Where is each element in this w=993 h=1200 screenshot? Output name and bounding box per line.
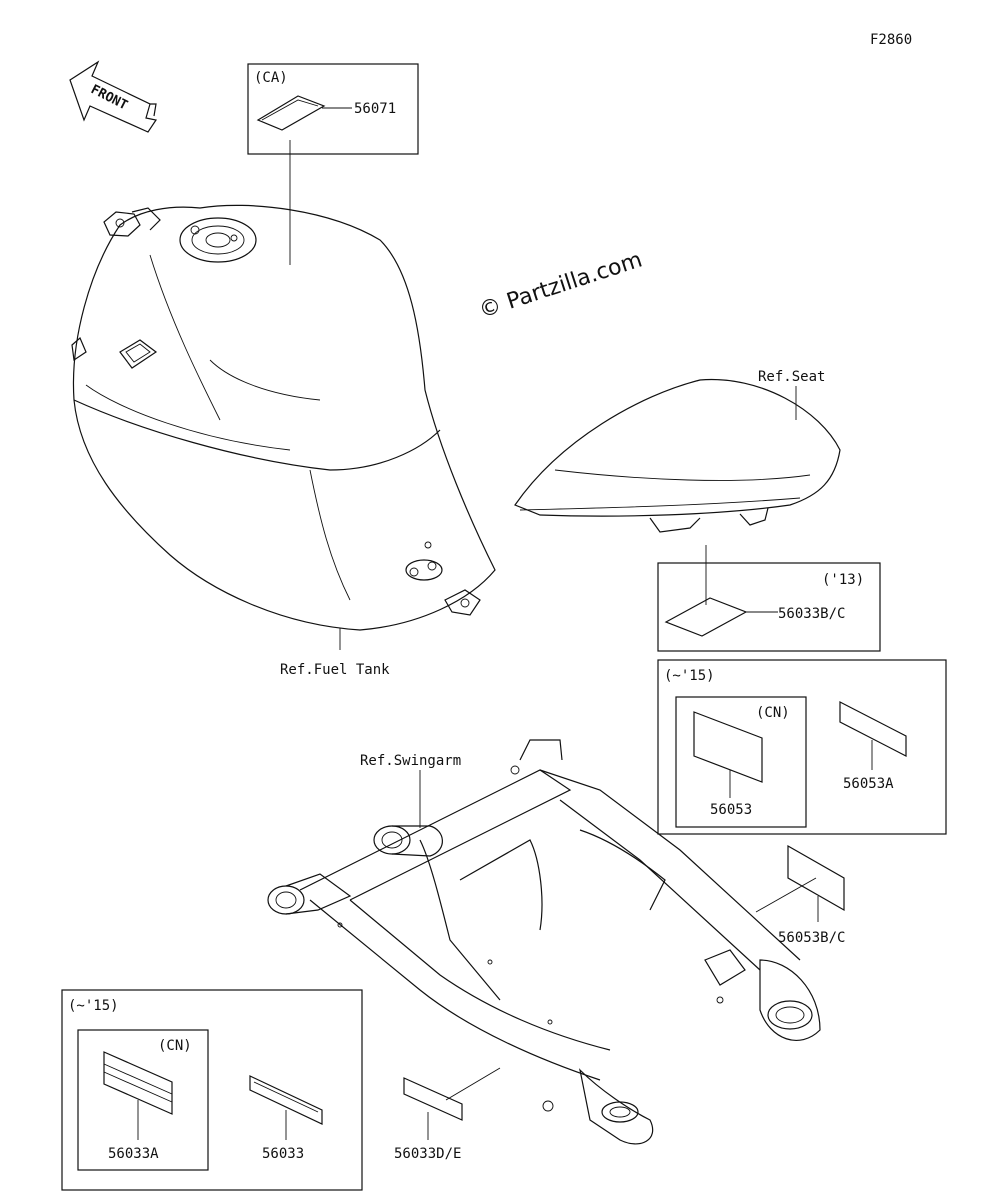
decal-56053 bbox=[693, 711, 763, 783]
decal-56033 bbox=[249, 1075, 323, 1125]
part-56053B-C: 56053B/C bbox=[778, 930, 845, 946]
ref-swingarm: Ref.Swingarm bbox=[360, 753, 461, 769]
swingarm bbox=[267, 739, 821, 1145]
decal-56033A bbox=[103, 1051, 173, 1115]
box-upto15-left-cn: (CN) bbox=[158, 1038, 192, 1054]
box-upto15-right: (~'15) (CN) 56053 56053A bbox=[657, 659, 947, 835]
watermark: © Partzilla.com bbox=[476, 247, 645, 323]
box-y13-qualifier: ('13) bbox=[822, 572, 864, 588]
decal-56071 bbox=[256, 95, 326, 131]
front-arrow-icon: FRONT bbox=[69, 60, 157, 133]
decal-56053B-C bbox=[787, 844, 845, 912]
part-56033B-C: 56033B/C bbox=[778, 606, 845, 622]
part-56033: 56033 bbox=[262, 1146, 304, 1162]
seat bbox=[514, 378, 841, 533]
box-ca: (CA) 56071 bbox=[247, 63, 419, 155]
box-upto15-right-qualifier: (~'15) bbox=[664, 668, 715, 684]
box-upto15-left: (~'15) (CN) 56033A 56033 bbox=[61, 989, 363, 1191]
ref-seat: Ref.Seat bbox=[758, 369, 825, 385]
figure-code: F2860 bbox=[870, 32, 912, 48]
part-56053: 56053 bbox=[710, 802, 752, 818]
part-56033D-E: 56033D/E bbox=[394, 1146, 461, 1162]
box-upto15-left-qualifier: (~'15) bbox=[68, 998, 119, 1014]
fuel-tank bbox=[71, 204, 496, 631]
decal-56053A bbox=[839, 701, 907, 757]
box-ca-qualifier: (CA) bbox=[254, 70, 288, 86]
box-upto15-right-cn: (CN) bbox=[756, 705, 790, 721]
part-56033A: 56033A bbox=[108, 1146, 159, 1162]
box-y13: ('13) 56033B/C bbox=[657, 562, 881, 652]
decal-56033D-E bbox=[403, 1077, 463, 1121]
part-56071: 56071 bbox=[354, 101, 396, 117]
ref-fuel-tank: Ref.Fuel Tank bbox=[280, 662, 390, 678]
part-56053A: 56053A bbox=[843, 776, 894, 792]
